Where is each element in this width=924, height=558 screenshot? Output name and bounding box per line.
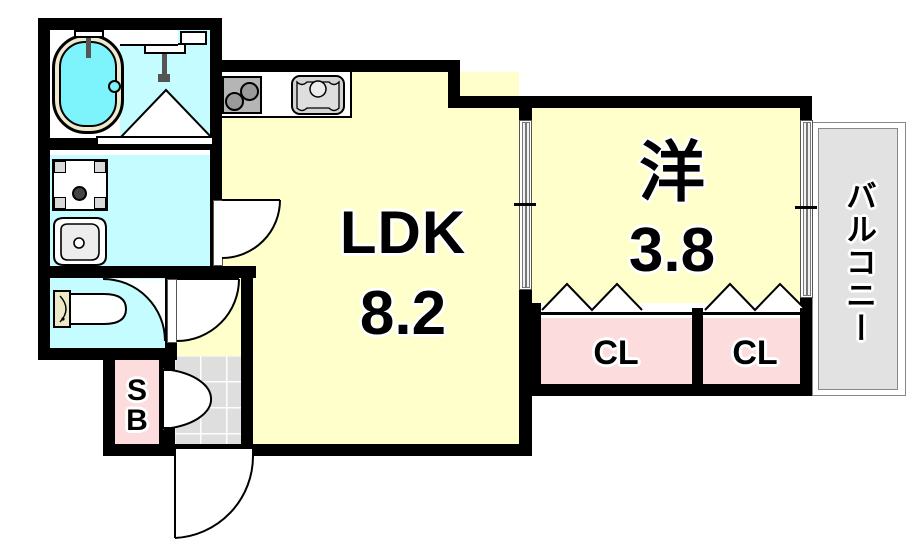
bath-threshold [96,136,214,146]
balcony-label: バルコニー [840,179,876,345]
wall-ldk-bottom [241,444,531,456]
shoe-box-label-line2: B [126,404,148,437]
toilet-icon [53,290,128,328]
closet-left-label: CL [593,334,639,372]
shoebox-door-swing-icon[interactable] [161,368,215,434]
wall-ldk-bedroom-divider-bottom [519,288,532,456]
closet-right-fill [702,318,806,386]
wall-ldk-step-vertical [448,60,460,104]
closet-right-folding-door-icon[interactable] [703,282,806,312]
sliding-door-handle-mark [514,203,536,206]
shower-riser [162,54,167,76]
wall-hall-top [210,266,256,278]
entrance-door-swing-icon[interactable] [170,455,262,548]
stove-burner-1 [225,92,244,111]
wall-bedroom-top [532,96,812,108]
hall-door-swing-icon[interactable] [55,278,167,345]
balcony-door-panel-b[interactable] [807,122,811,296]
washroom-door-swing-icon[interactable] [221,199,288,268]
vanity-basin-icon [53,217,107,266]
shoe-box-fill [113,356,161,446]
bedroom-size-label: 3.8 [628,216,716,285]
closet-top-line-right [703,312,806,315]
wall-closet-divider [692,308,703,386]
wall-bath-top [38,18,222,30]
ldk-size-label: 8.2 [359,279,447,348]
balcony-door-handle-mark [795,206,817,209]
wm-drain-icon [72,186,87,201]
wm-foot-tr [94,161,106,173]
wall-closet-right-edge [800,303,812,396]
ldk-label: LDK [339,199,467,266]
wall-entrance-right [241,348,253,456]
wall-bath-left [38,18,50,360]
wall-washroom-bottom [38,266,222,278]
stove-burner-2 [240,82,259,101]
closet-right-label: CL [732,334,778,372]
wall-bedroom-bottom [531,384,812,396]
closet-left-folding-door-icon[interactable] [540,282,692,312]
balcony-door-panel-a[interactable] [802,122,807,296]
shelf-icon [180,31,207,45]
shower-top-band [120,30,178,46]
toilet-door-panel[interactable] [167,279,177,343]
closet-top-line-left [540,312,692,315]
wall-ldk-bedroom-divider-top [519,96,532,122]
wall-ldk-top [210,60,460,72]
toilet-door-swing-icon[interactable] [176,278,243,347]
wm-foot-bl [54,197,66,209]
ldk-fill [253,72,519,450]
bathtub-spout [86,38,91,58]
closet-left-fill [540,318,692,386]
bath-folding-door-icon[interactable] [117,88,215,140]
balcony-fill [818,128,898,390]
bathtub-drain-icon [108,80,121,93]
wall-closet-left-edge [531,303,541,396]
wall-ldk-to-bedroom-top [448,96,538,108]
wall-corridor-left-lower [241,278,253,350]
bedroom-fill [532,108,810,303]
wall-shoebox-left [103,348,115,456]
kitchen-sink-icon [291,75,345,115]
wall-corridor-left-upper [210,72,222,202]
bedroom-label: 洋 [639,134,705,211]
shoe-box-label-line1: S [126,374,147,407]
wm-foot-tl [54,161,66,173]
wm-foot-br [94,197,106,209]
bathtub-faucet-icon [74,30,104,38]
shower-head-icon [158,74,170,82]
